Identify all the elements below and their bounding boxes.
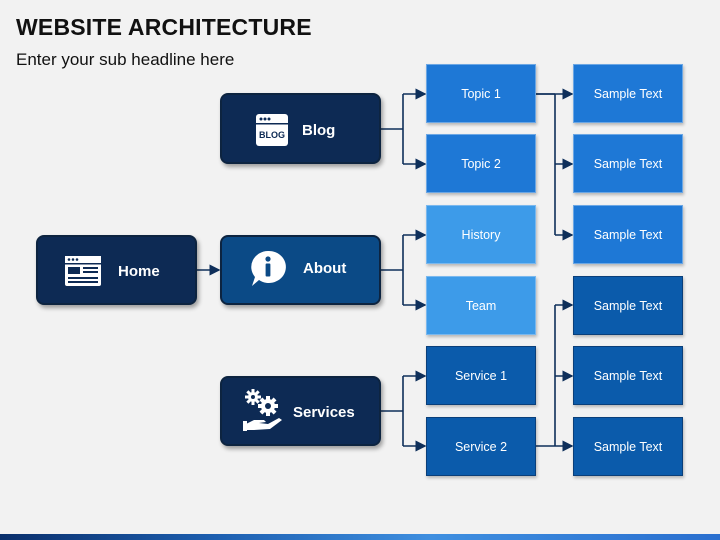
about-node[interactable]: About bbox=[220, 235, 381, 305]
info-bubble-icon bbox=[248, 249, 288, 289]
blog-label: Blog bbox=[302, 122, 336, 139]
link-about-pages bbox=[381, 235, 404, 305]
page-service-1[interactable]: Service 1 bbox=[426, 346, 536, 405]
gears-hand-icon bbox=[242, 388, 288, 434]
blog-icon-text: BLOG bbox=[259, 130, 285, 140]
sample-text-1[interactable]: Sample Text bbox=[573, 64, 683, 123]
page-subtitle: Enter your sub headline here bbox=[16, 50, 235, 69]
blog-node[interactable]: BLOG Blog bbox=[220, 93, 381, 164]
page-title: WEBSITE ARCHITECTURE bbox=[16, 14, 312, 40]
footer-gradient-bar bbox=[0, 534, 720, 540]
page-history[interactable]: History bbox=[426, 205, 536, 264]
sample-text-2[interactable]: Sample Text bbox=[573, 134, 683, 193]
sample-text-3[interactable]: Sample Text bbox=[573, 205, 683, 264]
browser-window-icon bbox=[64, 255, 102, 287]
link-topic-samples bbox=[536, 93, 556, 235]
about-label: About bbox=[303, 260, 347, 277]
home-node[interactable]: Home bbox=[36, 235, 197, 305]
link-services-pages bbox=[381, 376, 404, 446]
sample-text-6[interactable]: Sample Text bbox=[573, 417, 683, 476]
home-label: Home bbox=[118, 263, 160, 280]
page-topic-2[interactable]: Topic 2 bbox=[426, 134, 536, 193]
blog-icon: BLOG bbox=[255, 113, 289, 147]
page-service-2[interactable]: Service 2 bbox=[426, 417, 536, 476]
page-team[interactable]: Team bbox=[426, 276, 536, 335]
services-node[interactable]: Services bbox=[220, 376, 381, 446]
sample-text-5[interactable]: Sample Text bbox=[573, 346, 683, 405]
page-topic-1[interactable]: Topic 1 bbox=[426, 64, 536, 123]
services-label: Services bbox=[293, 404, 355, 421]
link-blog-topics bbox=[381, 94, 404, 164]
sample-text-4[interactable]: Sample Text bbox=[573, 276, 683, 335]
link-service-samples bbox=[536, 305, 556, 447]
